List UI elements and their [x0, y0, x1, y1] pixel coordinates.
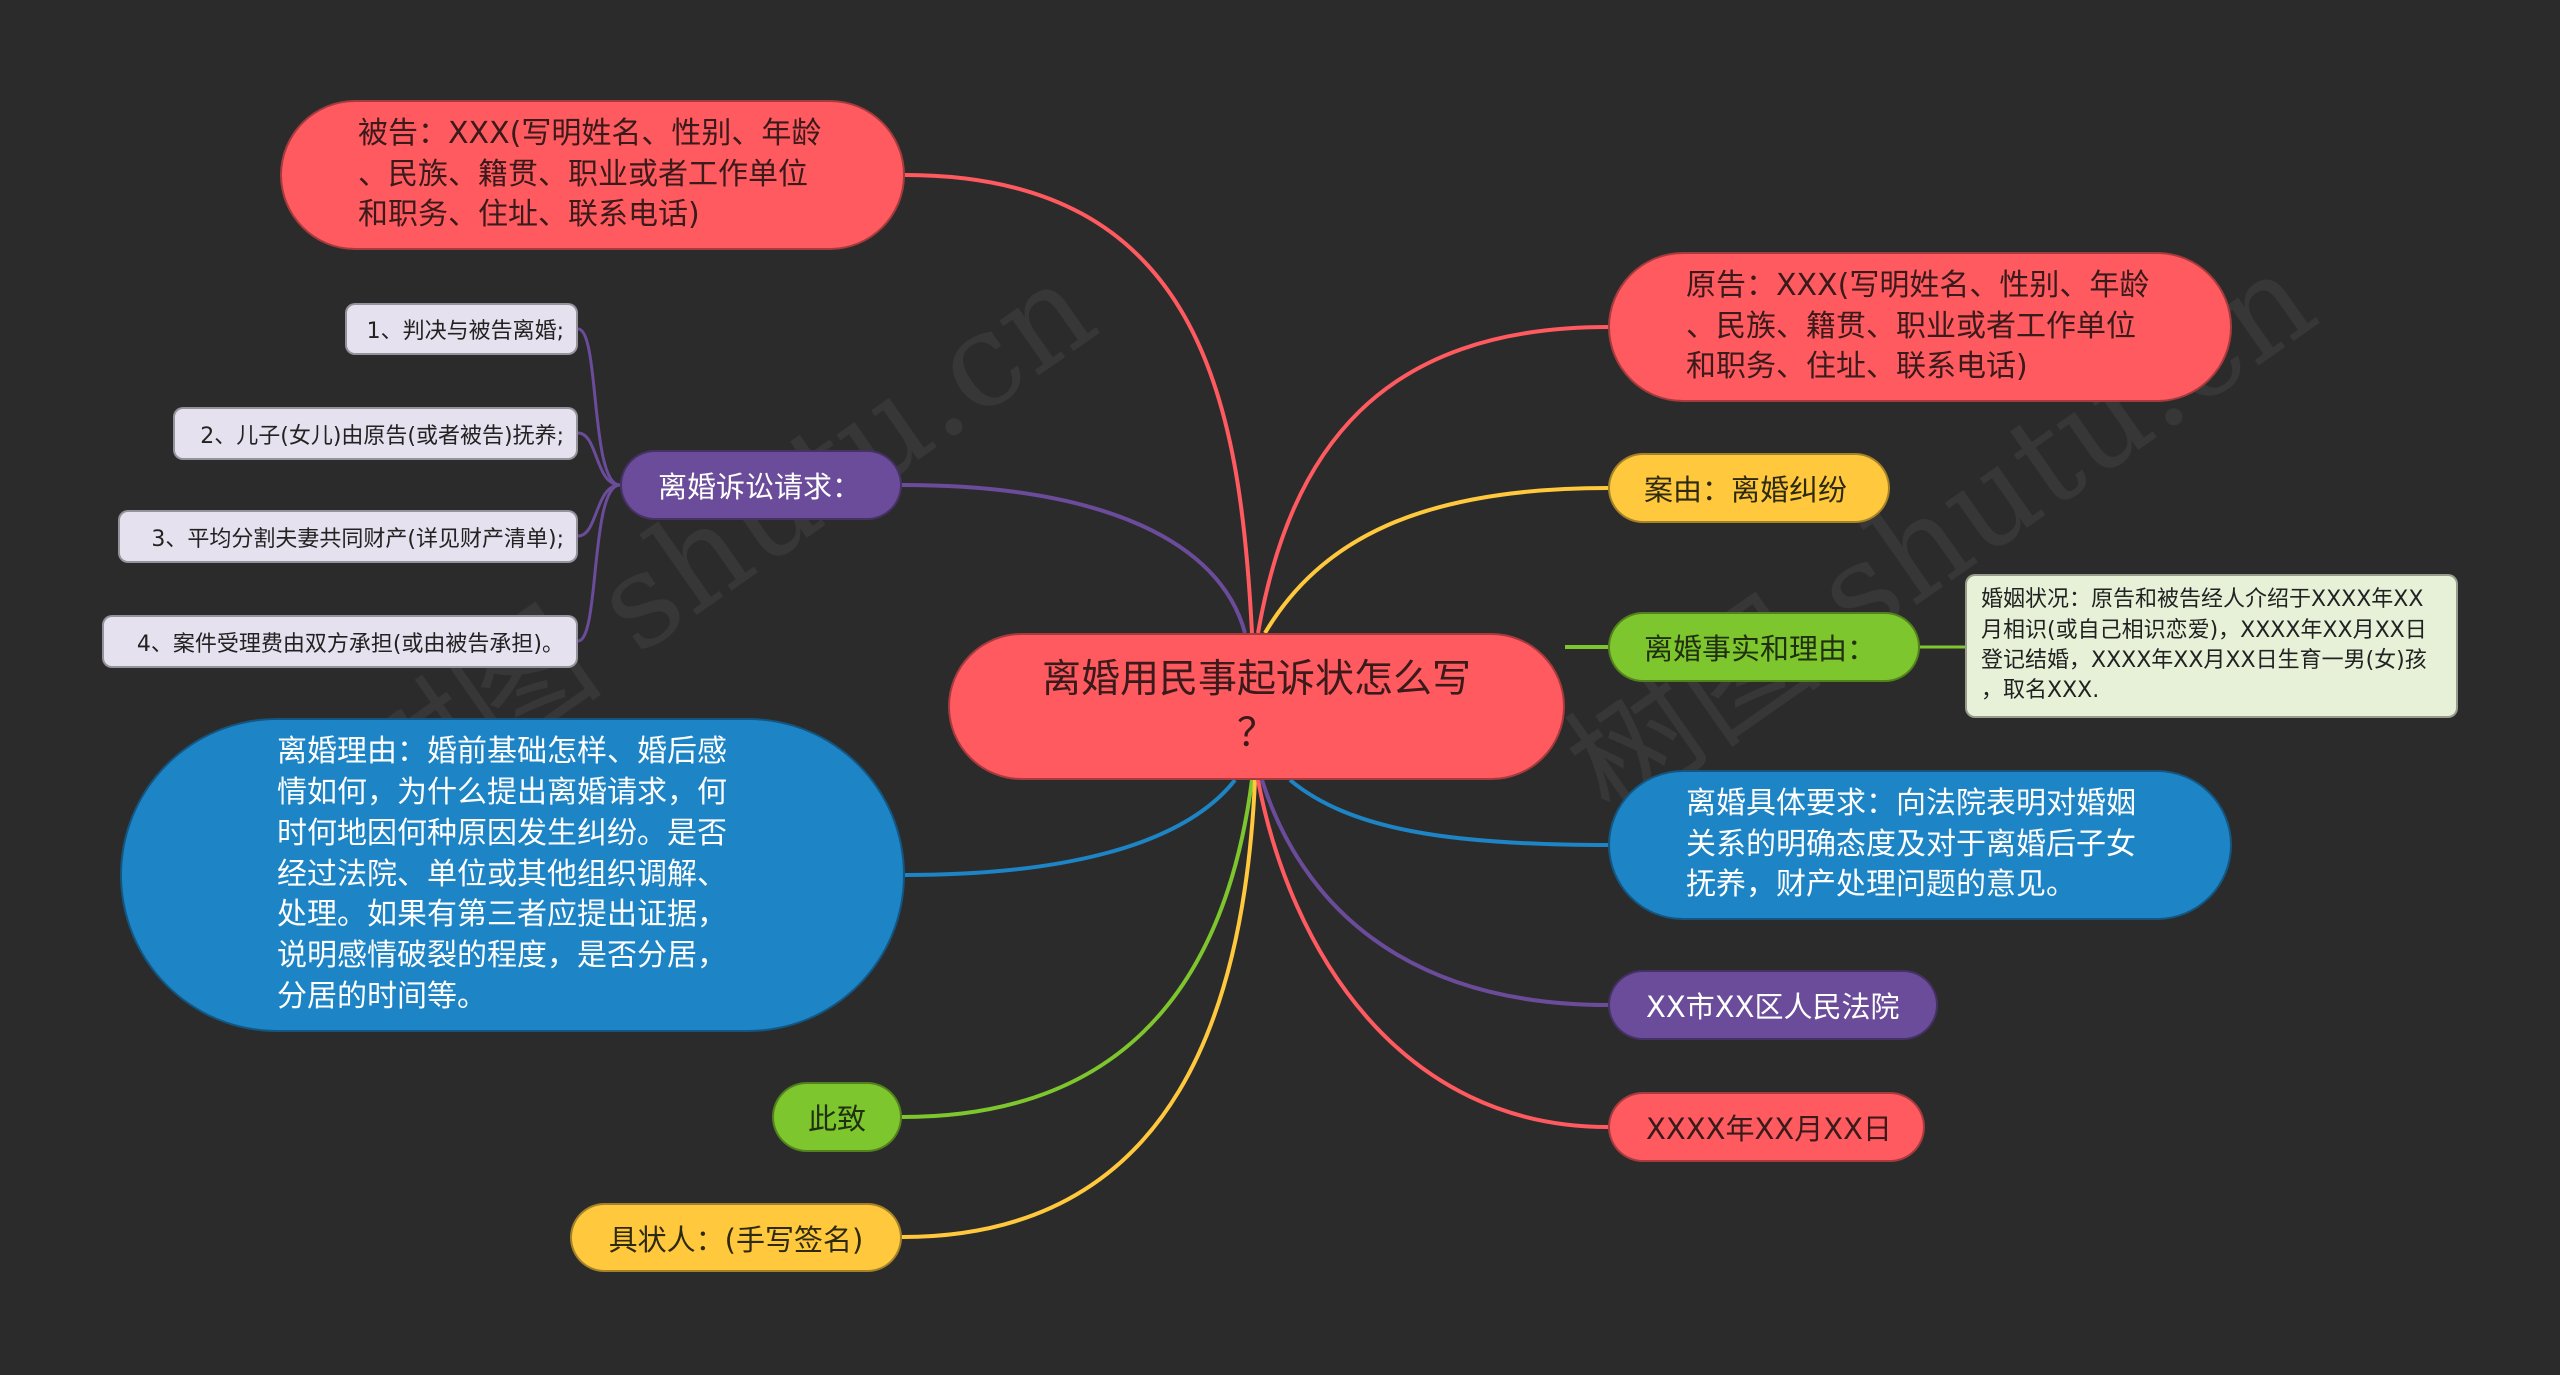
- topic-plaintiff[interactable]: 原告：XXX(写明姓名、性别、年龄 、民族、籍贯、职业或者工作单位 和职务、住址…: [1608, 252, 2232, 402]
- topic-signer[interactable]: 具状人：(手写签名): [570, 1203, 902, 1272]
- topic-defendant[interactable]: 被告：XXX(写明姓名、性别、年龄 、民族、籍贯、职业或者工作单位 和职务、住址…: [280, 100, 905, 250]
- claim-item-3[interactable]: 3、平均分割夫妻共同财产(详见财产清单);: [118, 510, 578, 563]
- claim-item-label: 3、平均分割夫妻共同财产(详见财产清单);: [151, 526, 564, 552]
- topic-regards[interactable]: 此致: [772, 1082, 902, 1152]
- claim-item-2[interactable]: 2、儿子(女儿)由原告(或者被告)抚养;: [173, 407, 578, 460]
- central-topic-label: 离婚用民事起诉状怎么写 ？: [1041, 656, 1471, 756]
- topic-facts-label: 离婚事实和理由：: [1644, 632, 1877, 666]
- claim-item-1[interactable]: 1、判决与被告离婚;: [345, 303, 578, 355]
- topic-reasons-label: 离婚理由：婚前基础怎样、婚后感 情如何，为什么提出离婚请求，何 时何地因何种原因…: [277, 734, 727, 1014]
- topic-claims-label: 离婚诉讼请求：: [658, 470, 862, 504]
- topic-court-label: XX市XX区人民法院: [1646, 990, 1900, 1024]
- claim-item-label: 4、案件受理费由双方承担(或由被告承担)。: [136, 631, 564, 657]
- facts-detail-label: 婚姻状况：原告和被告经人介绍于XXXX年XX 月相识(或自己相识恋爱)，XXXX…: [1981, 587, 2427, 704]
- topic-plaintiff-label: 原告：XXX(写明姓名、性别、年龄 、民族、籍贯、职业或者工作单位 和职务、住址…: [1686, 267, 2150, 385]
- topic-signer-label: 具状人：(手写签名): [608, 1222, 864, 1257]
- topic-date[interactable]: XXXX年XX月XX日: [1608, 1092, 1925, 1162]
- topic-claims[interactable]: 离婚诉讼请求：: [620, 450, 902, 520]
- topic-facts[interactable]: 离婚事实和理由：: [1608, 612, 1920, 682]
- topic-defendant-label: 被告：XXX(写明姓名、性别、年龄 、民族、籍贯、职业或者工作单位 和职务、住址…: [358, 115, 822, 233]
- topic-reasons[interactable]: 离婚理由：婚前基础怎样、婚后感 情如何，为什么提出离婚请求，何 时何地因何种原因…: [120, 718, 905, 1032]
- topic-requirements-label: 离婚具体要求：向法院表明对婚姻 关系的明确态度及对于离婚后子女 抚养，财产处理问…: [1686, 785, 2136, 903]
- topic-requirements[interactable]: 离婚具体要求：向法院表明对婚姻 关系的明确态度及对于离婚后子女 抚养，财产处理问…: [1608, 770, 2232, 920]
- topic-cause[interactable]: 案由：离婚纠纷: [1608, 453, 1890, 523]
- topic-cause-label: 案由：离婚纠纷: [1644, 473, 1848, 507]
- topic-regards-label: 此致: [807, 1102, 866, 1136]
- topic-court[interactable]: XX市XX区人民法院: [1608, 970, 1938, 1040]
- topic-date-label: XXXX年XX月XX日: [1646, 1112, 1892, 1146]
- claim-item-label: 2、儿子(女儿)由原告(或者被告)抚养;: [200, 423, 564, 449]
- facts-detail[interactable]: 婚姻状况：原告和被告经人介绍于XXXX年XX 月相识(或自己相识恋爱)，XXXX…: [1965, 574, 2458, 718]
- central-topic[interactable]: 离婚用民事起诉状怎么写 ？: [948, 633, 1565, 780]
- claim-item-label: 1、判决与被告离婚;: [366, 319, 564, 344]
- claim-item-4[interactable]: 4、案件受理费由双方承担(或由被告承担)。: [102, 615, 578, 668]
